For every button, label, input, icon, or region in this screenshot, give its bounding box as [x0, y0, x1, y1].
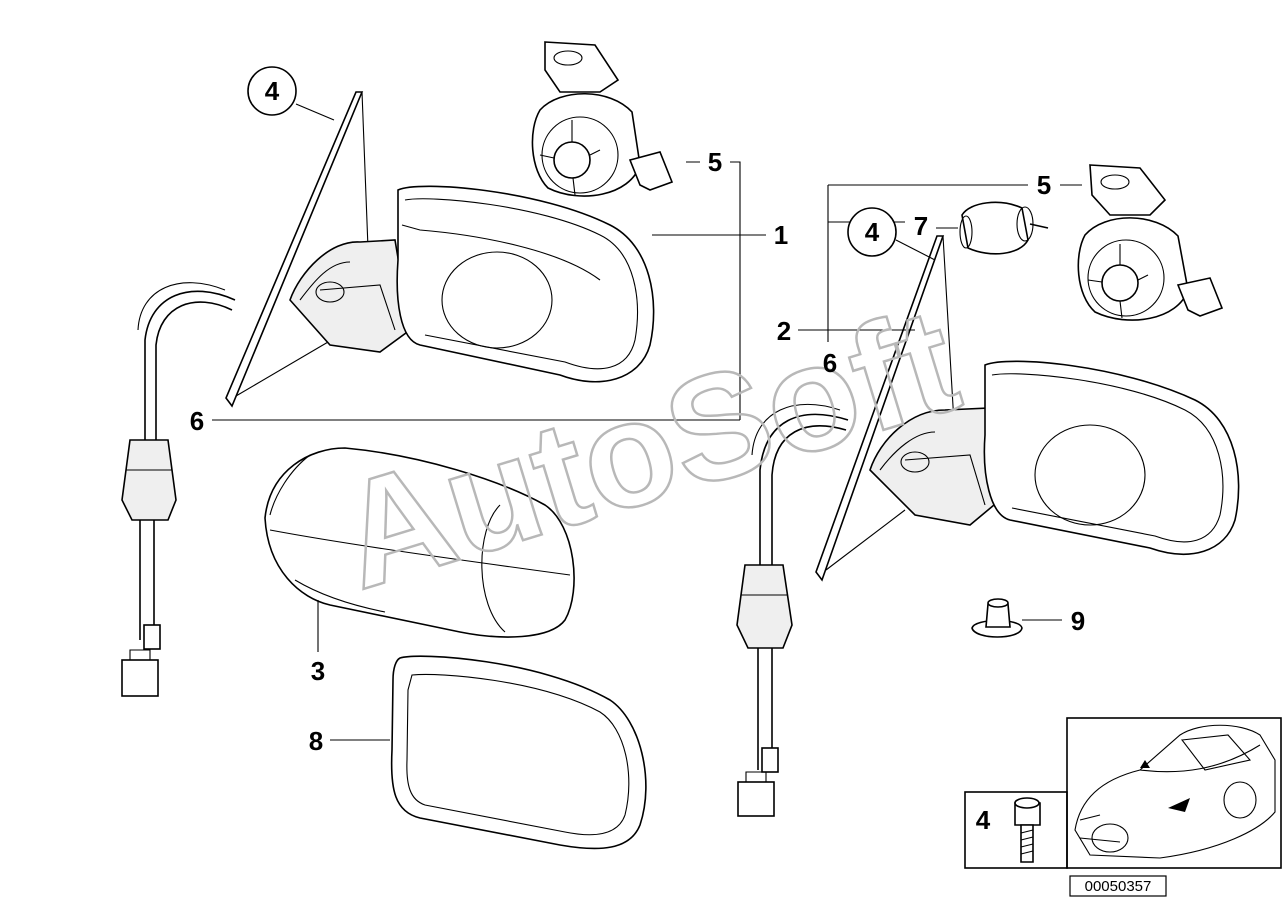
mirror-cap-cover: [264, 447, 575, 638]
callout-circle-4-left: [247, 66, 297, 116]
right-mirror-assembly: [736, 235, 1240, 817]
callout-part-5-right: 5: [1037, 170, 1051, 200]
left-mirror-actuator: [531, 41, 674, 197]
left-mirror-cable: [121, 282, 236, 697]
grommet: [971, 598, 1023, 638]
callout-part-3: 3: [311, 656, 325, 686]
right-mirror-cable: [736, 403, 849, 817]
diagram-number: 00050357: [1085, 878, 1152, 895]
left-mirror-arm: [289, 239, 411, 353]
right-mirror-arm: [869, 407, 1001, 526]
callout-part-9: 9: [1071, 606, 1085, 636]
diagram-number-box: [1069, 875, 1167, 897]
screw: [1014, 797, 1041, 863]
callout-part-7: 7: [914, 211, 928, 241]
right-mirror-housing: [983, 360, 1240, 555]
mirror-glass: [390, 655, 647, 850]
car-location-illustration: [1074, 724, 1276, 859]
callout-part-4-inset: 4: [976, 805, 991, 835]
callout-part-4-left: 4: [265, 76, 280, 106]
right-mirror-actuator: [1077, 164, 1224, 321]
callout-part-1: 1: [774, 220, 788, 250]
inset-box: [964, 717, 1282, 869]
callout-circle-4-right: [847, 207, 897, 257]
callout-part-8: 8: [309, 726, 323, 756]
callout-part-4-right: 4: [865, 217, 880, 247]
left-mirror-assembly: [121, 91, 655, 697]
leader-lines: [212, 103, 1082, 741]
left-mirror-housing: [396, 185, 655, 383]
callout-part-6-left: 6: [190, 406, 204, 436]
mirror-motor: [959, 201, 1049, 255]
callout-part-6-right: 6: [823, 348, 837, 378]
callout-part-2: 2: [777, 316, 791, 346]
callout-part-5-left: 5: [708, 147, 722, 177]
